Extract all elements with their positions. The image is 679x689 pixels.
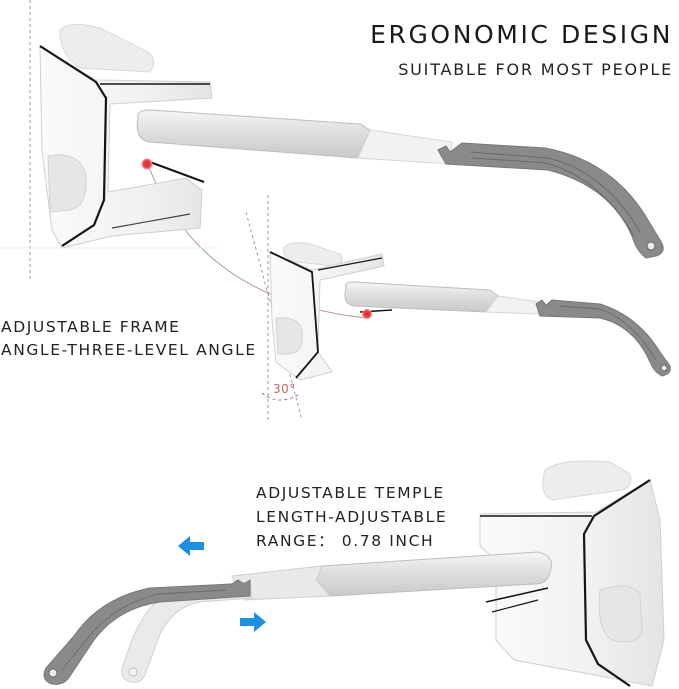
frame-caption-line-2: ANGLE-THREE-LEVEL ANGLE: [1, 341, 257, 359]
arrow-right-icon: [240, 612, 266, 632]
glasses-large-top: [39, 24, 664, 259]
page-title: ERGONOMIC DESIGN: [370, 20, 673, 49]
temple-caption-line-1: ADJUSTABLE TEMPLE: [256, 484, 445, 502]
frame-angle-caption: ADJUSTABLE FRAME ANGLE-THREE-LEVEL ANGLE: [1, 316, 257, 362]
pivot-marker-icon: [141, 158, 153, 170]
angle-label: 30°: [273, 382, 296, 396]
guide-lines: [29, 0, 303, 421]
temple-length-caption: ADJUSTABLE TEMPLE LENGTH-ADJUSTABLE RANG…: [256, 481, 447, 553]
temple-caption-line-2: LENGTH-ADJUSTABLE: [256, 508, 448, 526]
temple-caption-line-3: RANGE： 0.78 INCH: [256, 532, 435, 550]
glasses-large-bottom: [43, 460, 665, 687]
page-subtitle: SUITABLE FOR MOST PEOPLE: [398, 60, 673, 79]
frame-caption-line-1: ADJUSTABLE FRAME: [1, 318, 181, 336]
pivot-marker-icon: [362, 309, 372, 319]
glasses-medium-tilted: [269, 242, 671, 381]
arrow-left-icon: [178, 536, 204, 556]
